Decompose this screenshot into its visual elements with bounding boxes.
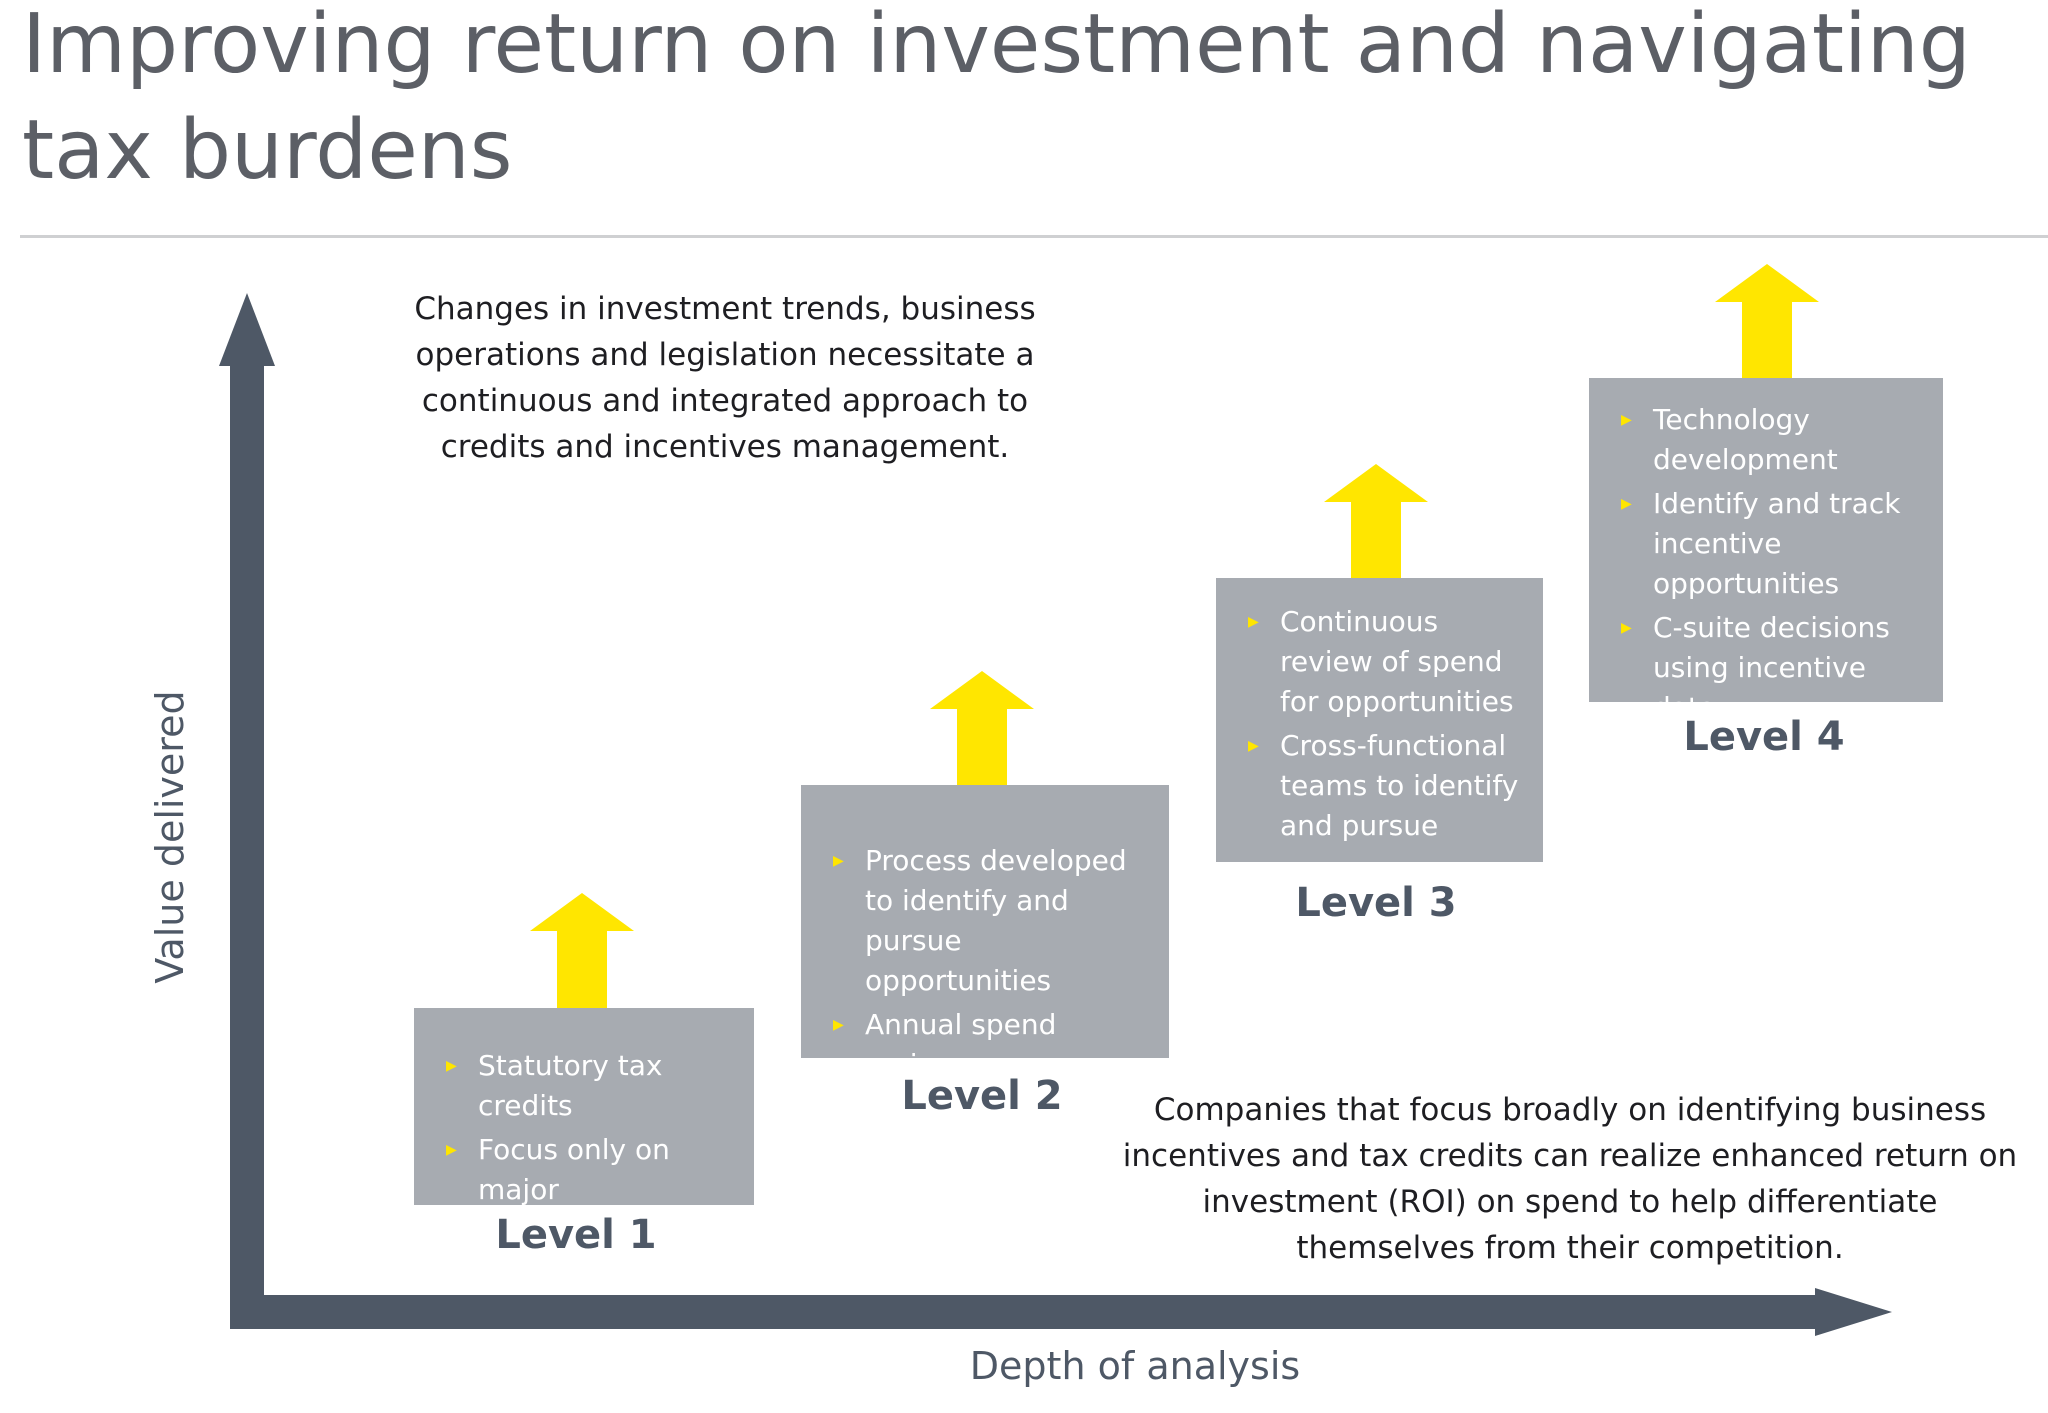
level-3-label: Level 3: [1295, 880, 1457, 926]
list-item: ▶C-suite decisions using incentive data: [1603, 608, 1929, 728]
page-title: Improving return on investment and navig…: [22, 0, 1971, 198]
list-item: ▶Annual spend review: [815, 1005, 1155, 1085]
closing-text: Companies that focus broadly on identify…: [1122, 1092, 2018, 1266]
intro-text: Changes in investment trends, business o…: [414, 291, 1036, 465]
list-item: ▶Statutory tax credits: [428, 1046, 738, 1126]
level-1-label: Level 1: [495, 1212, 657, 1258]
bullet-icon: ▶: [1621, 620, 1632, 636]
list-item: ▶Process developed to identify and pursu…: [815, 841, 1155, 1001]
bullet-icon: ▶: [1248, 738, 1259, 754]
bullet-icon: ▶: [1621, 496, 1632, 512]
list-item: ▶Technology development: [1603, 400, 1929, 480]
bullet-icon: ▶: [446, 1058, 457, 1074]
level-2-box: ▶Process developed to identify and pursu…: [801, 785, 1169, 1081]
y-axis-arrowhead: [219, 293, 275, 366]
title-divider: [20, 235, 2048, 238]
bullet-icon: ▶: [1248, 614, 1259, 630]
bullet-icon: ▶: [446, 1142, 457, 1158]
bullet-icon: ▶: [1621, 412, 1632, 428]
level-2-label: Level 2: [901, 1073, 1063, 1119]
level-4-label: Level 4: [1683, 714, 1845, 760]
level-1-bullet-list: ▶Statutory tax credits ▶Focus only on ma…: [428, 1046, 738, 1250]
level-2-up-arrow-icon: [930, 671, 1034, 786]
x-axis-line: [230, 1295, 1830, 1329]
y-axis-line: [230, 360, 264, 1325]
list-item: ▶Focus only on major investments: [428, 1130, 738, 1250]
x-axis-arrowhead: [1815, 1288, 1892, 1336]
level-1-box: ▶Statutory tax credits ▶Focus only on ma…: [414, 1008, 754, 1246]
y-axis-label: Value delivered: [148, 690, 192, 984]
x-axis-label: Depth of analysis: [969, 1344, 1301, 1388]
list-item: ▶Continuous review of spend for opportun…: [1230, 602, 1529, 722]
level-4-box: ▶Technology development ▶Identify and tr…: [1589, 378, 1943, 724]
level-4-bullet-list: ▶Technology development ▶Identify and tr…: [1603, 400, 1929, 728]
bullet-icon: ▶: [833, 1017, 844, 1033]
list-item: ▶Identify and track incentive opportunit…: [1603, 484, 1929, 604]
level-3-up-arrow-icon: [1324, 464, 1428, 579]
level-1-up-arrow-icon: [530, 893, 634, 1008]
level-4-up-arrow-icon: [1715, 264, 1819, 379]
level-3-bullet-list: ▶Continuous review of spend for opportun…: [1230, 602, 1529, 846]
level-3-box: ▶Continuous review of spend for opportun…: [1216, 578, 1543, 862]
list-item: ▶Cross-functional teams to identify and …: [1230, 726, 1529, 846]
bullet-icon: ▶: [833, 853, 844, 869]
level-2-bullet-list: ▶Process developed to identify and pursu…: [815, 841, 1155, 1085]
